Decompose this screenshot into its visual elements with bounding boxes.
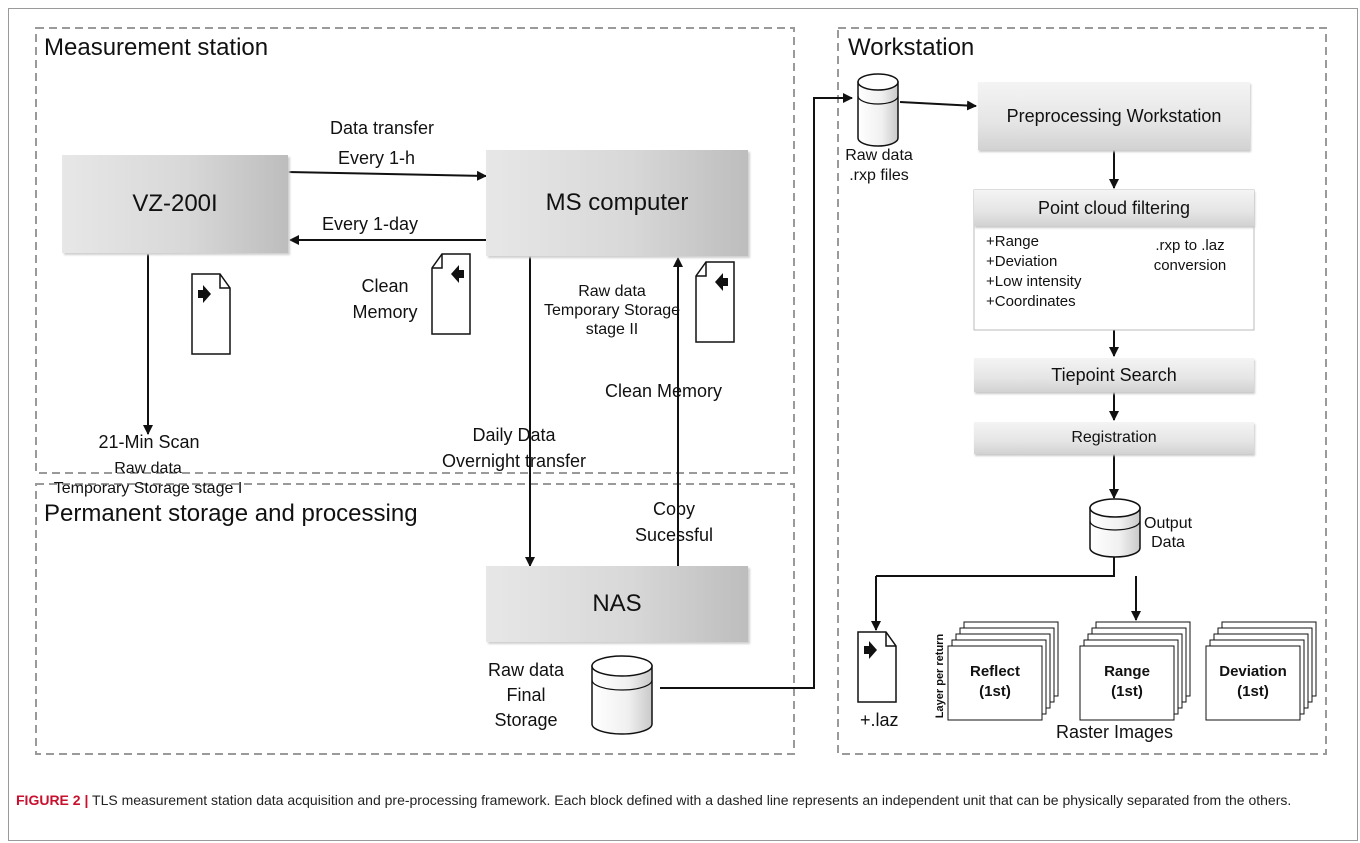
preprocessing-workstation-box: Preprocessing Workstation [978, 82, 1250, 150]
caption-text: TLS measurement station data acquisition… [88, 792, 1292, 808]
scan-21-min-label: 21-Min Scan [98, 432, 200, 452]
raw-data-final-label: Raw data Final Storage [487, 660, 565, 730]
layer-per-return-label: Layer per return [934, 633, 946, 719]
raster-stack-deviation [1205, 621, 1317, 721]
raster-stack-reflect [947, 621, 1059, 721]
raster-stack-range [1079, 621, 1191, 721]
database-icon-output [1089, 498, 1141, 558]
figure-number: FIGURE 2 | [16, 792, 89, 808]
panel-title-measurement-station: Measurement station [44, 34, 269, 61]
vz200i-scanner-box: VZ-200I [62, 155, 288, 253]
database-icon-final-storage [591, 655, 653, 735]
tiepoint-search-box: Tiepoint Search [974, 358, 1254, 392]
document-icon-clean-memory [431, 253, 471, 335]
clean-memory-2-label: Clean Memory [605, 381, 723, 401]
document-icon-stage2 [695, 261, 735, 343]
figure-caption: FIGURE 2 | TLS measurement station data … [16, 790, 1346, 811]
every-1h-label: Every 1-h [338, 148, 416, 168]
data-transfer-label: Data transfer [330, 118, 435, 138]
figure-frame [8, 8, 1358, 841]
document-icon-vz [191, 273, 231, 355]
output-data-label: Output Data [1144, 515, 1193, 551]
raster-deviation-label: Deviation (1st) [1219, 663, 1287, 700]
point-cloud-filtering-box: Point cloud filtering [974, 190, 1254, 226]
raster-reflect-label: Reflect (1st) [969, 663, 1021, 700]
output-branch-line [876, 554, 1115, 577]
panel-title-permanent-storage: Permanent storage and processing [44, 500, 418, 527]
workstation-panel [837, 27, 1327, 755]
rxp-to-laz-label: .rxp to .laz conversion [1153, 237, 1227, 274]
raw-data-stage2-label: Raw data Temporary Storage stage II [543, 283, 681, 338]
permanent-storage-panel [35, 483, 795, 755]
database-icon-raw-data [857, 73, 899, 147]
laz-label: +.laz [860, 710, 899, 730]
arrow-raw-to-preprocessing [899, 100, 977, 111]
filter-item: +Low intensity [986, 273, 1082, 290]
registration-box: Registration [974, 422, 1254, 454]
arrow-data-transfer [287, 170, 487, 181]
panel-title-workstation: Workstation [848, 34, 975, 61]
raster-images-label: Raster Images [1056, 722, 1174, 742]
every-1day-label: Every 1-day [322, 214, 419, 234]
filter-item: +Deviation [986, 253, 1058, 270]
filter-item: +Range [986, 233, 1039, 250]
copy-successful-label: Copy Sucessful [634, 499, 714, 545]
arrow-to-workstation [660, 93, 853, 689]
measurement-station-panel [35, 27, 795, 474]
clean-memory-label: Clean Memory [352, 276, 418, 322]
raw-data-rxp-label: Raw data .rxp files [845, 147, 913, 184]
nas-box: NAS [486, 566, 748, 642]
ms-computer-box: MS computer [486, 150, 748, 256]
filter-item: +Coordinates [986, 293, 1076, 310]
raster-range-label: Range (1st) [1104, 663, 1150, 700]
document-icon-laz [857, 631, 897, 703]
filter-list: +Range +Deviation +Low intensity +Coordi… [986, 232, 1081, 312]
daily-data-label: Daily Data Overnight transfer [441, 425, 587, 471]
raw-data-stage1-label: Raw data Temporary Storage stage I [53, 460, 243, 497]
